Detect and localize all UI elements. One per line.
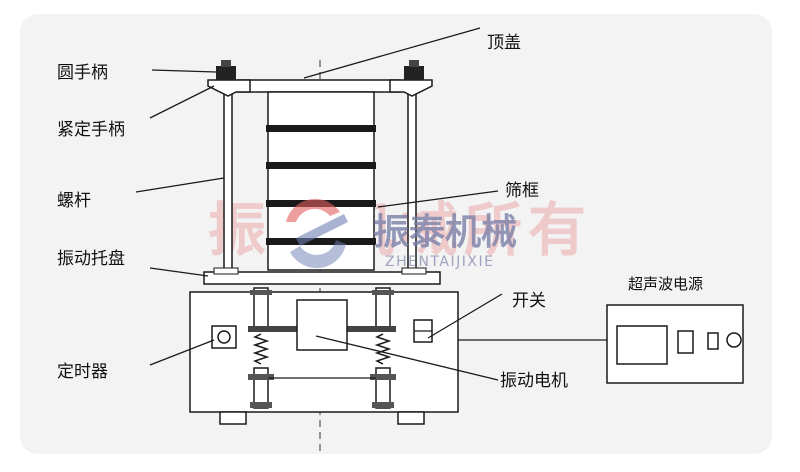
power-button [677, 330, 694, 354]
label-switch: 开关 [512, 291, 546, 311]
right-round-handle-cap [409, 60, 419, 67]
top-cover [237, 79, 401, 93]
label-sieve-frame: 筛框 [505, 181, 539, 201]
leader-vibration-tray [149, 267, 209, 277]
timer-knob [217, 330, 231, 344]
label-round-handle: 圆手柄 [57, 63, 108, 83]
leader-sieve-frame [377, 190, 499, 208]
sieve-frame-band [266, 125, 376, 132]
leader-round-handle [151, 69, 217, 73]
right-spring [374, 333, 392, 365]
leader-switch [427, 293, 503, 339]
label-tight-handle: 紧定手柄 [57, 120, 125, 140]
left-spring [252, 333, 270, 365]
support-clamp [370, 374, 396, 380]
watermark-logo-text: 振泰机械 [373, 212, 517, 253]
support-clamp [248, 374, 274, 380]
label-vibration-tray: 振动托盘 [57, 249, 125, 269]
leader-timer [149, 339, 215, 366]
leader-screw-rod [135, 177, 225, 193]
right-tight-handle [389, 79, 433, 97]
power-knob [726, 332, 742, 348]
label-screw-rod: 螺杆 [57, 191, 91, 211]
sieve-frame-band [266, 238, 376, 245]
foot-left [219, 411, 247, 425]
label-vibration-motor: 振动电机 [500, 371, 568, 391]
vibration-motor [296, 299, 348, 351]
support-base [372, 402, 394, 408]
leader-vibration-motor [315, 335, 499, 381]
tray-foot-left [213, 267, 239, 275]
right-round-handle [404, 66, 424, 80]
label-top-cover: 顶盖 [487, 33, 521, 53]
tray-foot-right [401, 267, 427, 275]
left-tight-handle [207, 79, 251, 97]
vibration-tray [203, 271, 441, 285]
support-cap [250, 290, 272, 295]
leader-top-cover [303, 27, 481, 79]
sieve-frame-band [266, 162, 376, 169]
watermark-logo-pinyin: ZHENTAIJIXIE [385, 254, 494, 270]
leader-tight-handle [149, 85, 215, 119]
watermark-logo [286, 198, 348, 269]
power-indicator [707, 332, 719, 350]
support-cap [372, 290, 394, 295]
left-screw-rod [223, 85, 233, 273]
left-round-handle [216, 66, 236, 80]
label-ultrasonic-power: 超声波电源 [628, 275, 704, 293]
label-timer: 定时器 [57, 362, 108, 382]
left-round-handle-cap [221, 60, 231, 67]
foot-right [397, 411, 425, 425]
support-base [250, 402, 272, 408]
power-display [616, 325, 668, 365]
